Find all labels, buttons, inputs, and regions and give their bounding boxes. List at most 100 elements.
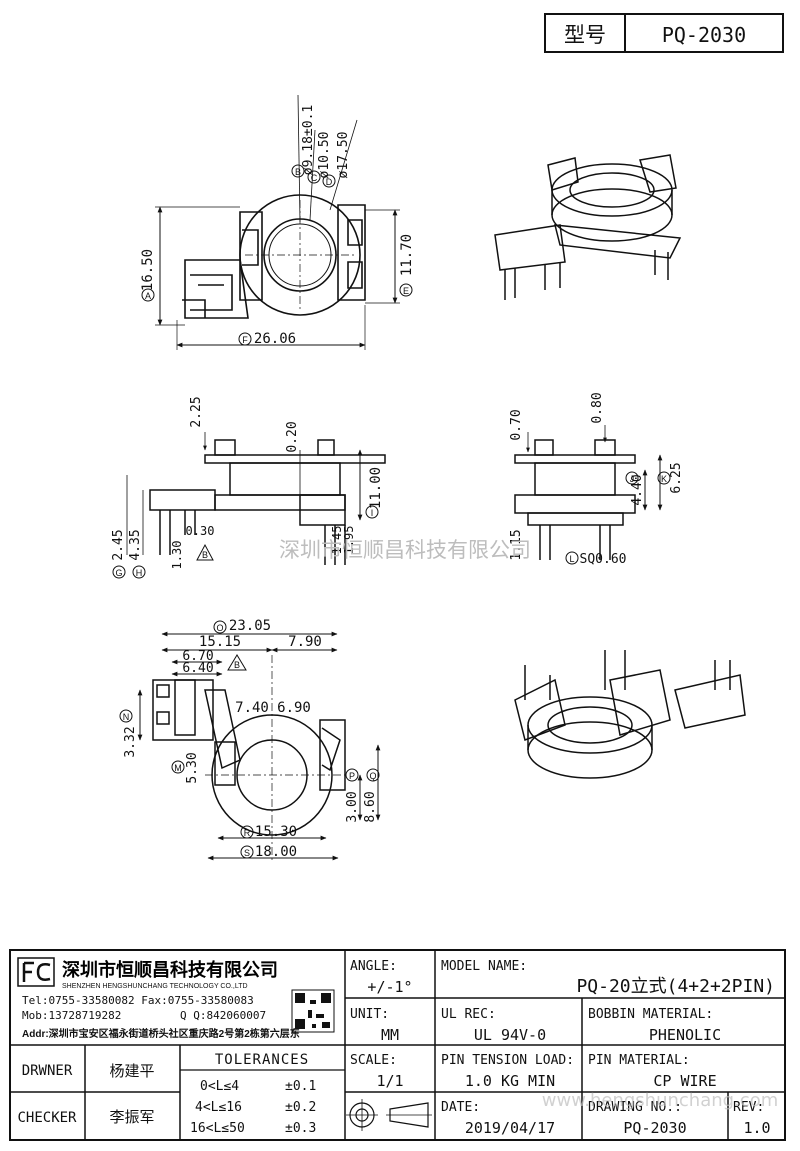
callout-m: M (174, 763, 182, 773)
drwner-label: DRWNER (22, 1063, 73, 1079)
header-model-box: 型号 PQ-2030 (544, 13, 784, 53)
tol-row-1-value: ±0.1 (285, 1079, 316, 1094)
dim-bottom-d1: 15.15 (199, 634, 241, 650)
drawing-no-value: PQ-2030 (623, 1119, 686, 1137)
ul-label: UL REC: (441, 1007, 496, 1022)
dim-bottom-d6: 6.90 (277, 700, 311, 716)
tol-row-2-value: ±0.2 (285, 1100, 316, 1115)
dim-d-diameter: ø17.50 (336, 132, 351, 179)
callout-k: K (661, 474, 667, 484)
dim-front-gap: 0.20 (285, 421, 300, 452)
tol-row-3-range: 16<L≤50 (190, 1121, 245, 1136)
model-name-label: MODEL NAME: (441, 959, 527, 974)
company-qq: Q Q:842060007 (180, 1009, 266, 1022)
dim-bottom-r: 15.30 (255, 824, 297, 840)
bobbin-label: BOBBIN MATERIAL: (588, 1007, 713, 1022)
qr-code (291, 989, 335, 1033)
dim-front-h: 4.35 (128, 529, 143, 560)
dim-bottom-d3: 6.70 (182, 649, 213, 664)
company-mob: Mob:13728719282 (22, 1009, 121, 1022)
pin-material-value: CP WIRE (653, 1072, 716, 1090)
company-tel: Tel:0755-33580082 Fax:0755-33580083 (22, 994, 254, 1007)
callout-r: R (244, 828, 251, 838)
dim-front-top: 2.25 (189, 396, 204, 427)
datum-b-front: B (202, 550, 208, 560)
dim-side-k: 6.25 (669, 462, 684, 493)
angle-value: +/-1° (367, 978, 412, 996)
dim-f-width: 26.06 (254, 331, 296, 347)
dim-side-j: 4.40 (630, 474, 645, 505)
dim-bottom-p: 3.00 (345, 791, 360, 822)
pin-material-label: PIN MATERIAL: (588, 1053, 690, 1068)
company-logo (17, 957, 55, 987)
callout-b: B (295, 167, 301, 177)
model-name-value: PQ-20立式(4+2+2PIN) (576, 976, 775, 997)
dim-bottom-m: 5.30 (185, 752, 200, 783)
watermark-url: www.hengshunchang.com (542, 1090, 779, 1111)
callout-l: L (569, 554, 574, 564)
tolerances-label: TOLERANCES (215, 1052, 309, 1068)
dim-side-pin: 1.15 (509, 529, 524, 560)
front-view (149, 439, 386, 565)
dim-front-g: 2.45 (111, 529, 126, 560)
unit-value: MM (381, 1026, 399, 1044)
dim-b-diameter: ø9.18±0.1 (301, 105, 316, 175)
callout-i: I (371, 508, 374, 518)
dim-bottom-q: 8.60 (363, 791, 378, 822)
callout-c: C (311, 173, 318, 183)
bobbin-value: PHENOLIC (649, 1026, 721, 1044)
ul-value: UL 94V-0 (474, 1026, 546, 1044)
iso-view-top (494, 154, 682, 300)
drwner-name: 杨建平 (109, 1062, 154, 1080)
callout-d: D (326, 177, 333, 187)
bottom-view (152, 655, 346, 860)
dim-bottom-o: 23.05 (229, 618, 271, 634)
title-block: 深圳市恒顺昌科技有限公司 SHENZHEN HENGSHUNCHANG TECH… (9, 949, 786, 1141)
date-label: DATE: (441, 1100, 480, 1115)
bottom-view-dims: O 23.05 15.15 7.90 6.70 6.40 B 7.40 6.90… (119, 618, 381, 861)
callout-j: J (630, 474, 635, 484)
front-view-dims: 2.25 0.20 11.00 I 2.45 4.35 G H 0.30 1.3… (111, 396, 384, 579)
dim-a-height: 16.50 (140, 249, 156, 291)
projection-symbol (346, 1099, 432, 1131)
dim-e-height: 11.70 (399, 234, 415, 276)
dim-bottom-n: 3.32 (123, 726, 138, 757)
pin-tension-label: PIN TENSION LOAD: (441, 1053, 574, 1068)
dim-front-c2: 1.95 (342, 526, 356, 555)
date-value: 2019/04/17 (465, 1119, 555, 1137)
pin-tension-value: 1.0 KG MIN (465, 1072, 555, 1090)
callout-h: H (136, 568, 143, 578)
callout-e: E (403, 286, 409, 296)
dim-front-b: 1.30 (170, 541, 184, 570)
model-value: PQ-2030 (662, 23, 746, 47)
top-view-dims: 16.50 A 11.70 E F 26.06 ø9.18±0.1 ø10.50… (140, 94, 415, 350)
tol-row-2-range: 4<L≤16 (195, 1100, 242, 1115)
callout-o: O (216, 623, 223, 633)
dim-bottom-s: 18.00 (255, 844, 297, 860)
checker-label: CHECKER (17, 1110, 77, 1126)
iso-view-bottom (514, 650, 746, 779)
dim-side-l: SQ0.60 (580, 552, 627, 567)
callout-p: P (349, 771, 355, 781)
datum-b-bottom: B (234, 660, 240, 670)
dim-bottom-d4: 6.40 (182, 661, 213, 676)
angle-label: ANGLE: (350, 959, 397, 974)
dim-c-diameter: ø10.50 (317, 132, 332, 179)
scale-label: SCALE: (350, 1053, 397, 1068)
rev-value: 1.0 (743, 1119, 770, 1137)
dim-side-b: 0.80 (590, 392, 605, 423)
tol-row-1-range: 0<L≤4 (200, 1079, 239, 1094)
drawing-no-label: DRAWING NO.: (588, 1100, 682, 1115)
dim-front-a: 0.30 (186, 524, 215, 538)
company-name-cn: 深圳市恒顺昌科技有限公司 (62, 959, 278, 981)
dim-side-a: 0.70 (509, 409, 524, 440)
side-view (514, 439, 636, 560)
callout-g: G (115, 568, 122, 578)
company-name-en: SHENZHEN HENGSHUNCHANG TECHNOLOGY CO.,LT… (62, 983, 248, 990)
rev-label: REV: (733, 1100, 764, 1115)
top-view (182, 194, 366, 319)
callout-s: S (244, 848, 250, 858)
callout-a: A (145, 291, 151, 301)
unit-label: UNIT: (350, 1007, 389, 1022)
checker-name: 李振军 (109, 1108, 154, 1126)
